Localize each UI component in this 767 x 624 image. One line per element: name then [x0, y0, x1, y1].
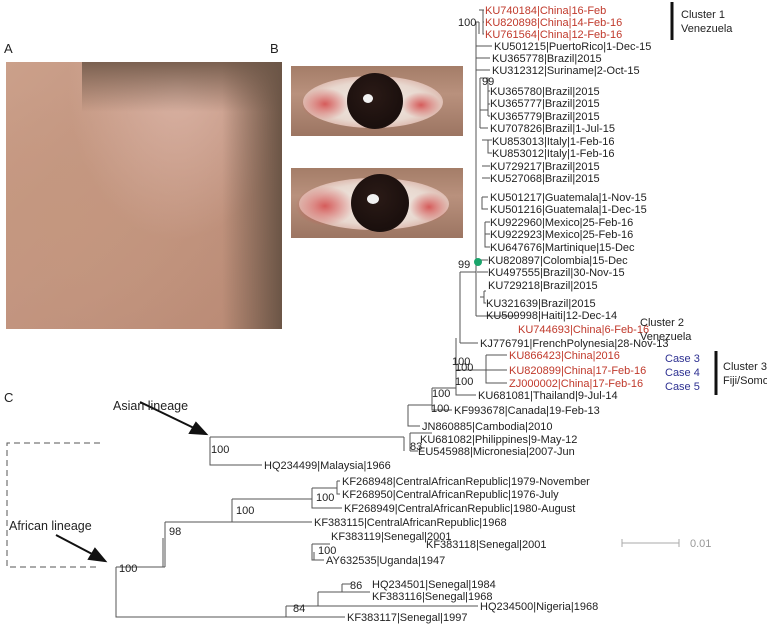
tree-leaf-label: JN860885|Cambodia|2010 — [422, 421, 552, 433]
bootstrap-value: 100 — [431, 403, 449, 415]
bootstrap-value: 100 — [458, 17, 476, 29]
tree-leaf-label: KU707826|Brazil|1-Jul-15 — [490, 123, 615, 135]
tree-leaf-label: KU312312|Suriname|2-Oct-15 — [492, 65, 640, 77]
cluster1-label: Cluster 1 — [681, 9, 725, 21]
case-label: Case 3 — [665, 353, 700, 365]
tree-leaf-label: KU365779|Brazil|2015 — [490, 111, 600, 123]
bootstrap-value: 98 — [169, 526, 181, 538]
bootstrap-value: 83 — [410, 441, 422, 453]
tree-leaf-label: KU729218|Brazil|2015 — [488, 280, 598, 292]
tree-leaf-label: KU365777|Brazil|2015 — [490, 98, 600, 110]
tree-leaf-label: KF993678|Canada|19-Feb-13 — [454, 405, 600, 417]
panel-label-a: A — [4, 41, 13, 56]
tree-leaf-label: KU922960|Mexico|25-Feb-16 — [490, 217, 633, 229]
bootstrap-value: 100 — [455, 362, 473, 374]
bootstrap-value: 100 — [316, 492, 334, 504]
tree-leaf-label: KU866423|China|2016 — [509, 350, 620, 362]
tree-leaf-label: KU744693|China|6-Feb-16 — [518, 324, 649, 336]
tree-leaf-label: KU497555|Brazil|30-Nov-15 — [488, 267, 625, 279]
cluster2-label: Cluster 2 — [640, 317, 684, 329]
tree-leaf-label: KF383117|Senegal|1997 — [347, 612, 468, 624]
tree-leaf-label: KF383115|CentralAfricanRepublic|1968 — [314, 517, 507, 529]
bootstrap-value: 100 — [211, 444, 229, 456]
tree-leaf-label: KU321639|Brazil|2015 — [486, 298, 596, 310]
tree-leaf-label: KF383116|Senegal|1968 — [372, 591, 493, 603]
tree-leaf-label: KF268948|CentralAfricanRepublic|1979-Nov… — [342, 476, 590, 488]
bootstrap-value: 100 — [452, 356, 470, 368]
bootstrap-value: 100 — [455, 376, 473, 388]
tree-leaf-label: KU647676|Martinique|15-Dec — [490, 242, 635, 254]
tree-leaf-label: AY632535|Uganda|1947 — [326, 555, 445, 567]
panel-label-c: C — [4, 390, 14, 405]
african-lineage-label: African lineage — [9, 519, 92, 533]
tree-leaf-label: KU853013|Italy|1-Feb-16 — [492, 136, 615, 148]
tree-leaf-label: KJ776791|FrenchPolynesia|28-Nov-13 — [480, 338, 669, 350]
tree-leaf-label: KU740184|China|16-Feb — [485, 5, 606, 17]
rash-photo — [6, 62, 282, 329]
bootstrap-value: 100 — [236, 505, 254, 517]
tree-leaf-label: KU365780|Brazil|2015 — [490, 86, 600, 98]
tree-leaf-label: KU509998|Haiti|12-Dec-14 — [486, 310, 617, 322]
tree-leaf-label: KU853012|Italy|1-Feb-16 — [492, 148, 615, 160]
tree-leaf-label: KU501215|PuertoRico|1-Dec-15 — [494, 41, 651, 53]
tree-leaf-label: KU761564|China|12-Feb-16 — [485, 29, 622, 41]
bootstrap-value: 100 — [432, 388, 450, 400]
bootstrap-value: 86 — [350, 580, 362, 592]
bootstrap-value: 100 — [318, 545, 336, 557]
tree-leaf-label: KU820898|China|14-Feb-16 — [485, 17, 622, 29]
tree-leaf-label: HQ234499|Malaysia|1966 — [264, 460, 391, 472]
bootstrap-value: 84 — [293, 603, 305, 615]
asian-lineage-label: Asian lineage — [113, 399, 188, 413]
tree-leaf-label: KU922923|Mexico|25-Feb-16 — [490, 229, 633, 241]
eye-photo-bottom — [291, 168, 463, 238]
tree-leaf-label: ZJ000002|China|17-Feb-16 — [509, 378, 643, 390]
cluster3-sub: Fiji/Somoa — [723, 375, 767, 387]
tree-leaf-label: HQ234501|Senegal|1984 — [372, 579, 496, 591]
tree-leaf-label: KU820897|Colombia|15-Dec — [488, 255, 628, 267]
tree-leaf-label: KU501216|Guatemala|1-Dec-15 — [490, 204, 647, 216]
tree-leaf-label: HQ234500|Nigeria|1968 — [480, 601, 598, 613]
tree-leaf-label: KU527068|Brazil|2015 — [490, 173, 600, 185]
tree-leaf-label: KU681081|Thailand|9-Jul-14 — [478, 390, 618, 402]
case-label: Case 5 — [665, 381, 700, 393]
tree-leaf-label: KF383119|Senegal|2001 — [331, 531, 452, 543]
eye-photo-top — [291, 66, 463, 136]
tree-leaf-label: KF268950|CentralAfricanRepublic|1976-Jul… — [342, 489, 559, 501]
tree-leaf-label: KU820899|China|17-Feb-16 — [509, 365, 646, 377]
case-labels: Case 3 Case 4 Case 5 — [665, 353, 700, 393]
bootstrap-value: 99 — [458, 259, 470, 271]
tree-leaf-label: KF383118|Senegal|2001 — [426, 539, 547, 551]
tree-leaf-label: KU501217|Guatemala|1-Nov-15 — [490, 192, 647, 204]
tree-leaf-label: EU545988|Micronesia|2007-Jun — [418, 446, 575, 458]
tree-leaf-label: KF268949|CentralAfricanRepublic|1980-Aug… — [344, 503, 575, 515]
tree-leaf-label: KU729217|Brazil|2015 — [490, 161, 600, 173]
case-label: Case 4 — [665, 367, 700, 379]
bootstrap-value: 100 — [119, 563, 137, 575]
cluster3-label: Cluster 3 — [723, 361, 767, 373]
node-marker — [474, 258, 482, 266]
tree-leaf-label: KU365778|Brazil|2015 — [492, 53, 602, 65]
cluster1-sub: Venezuela — [681, 23, 733, 35]
panel-label-b: B — [270, 41, 279, 56]
bootstrap-value: 99 — [482, 76, 494, 88]
tree-leaf-label: KU681082|Philippines|9-May-12 — [420, 434, 577, 446]
cluster2-sub: Venezuela — [640, 331, 692, 343]
scale-bar-label: 0.01 — [690, 538, 711, 550]
